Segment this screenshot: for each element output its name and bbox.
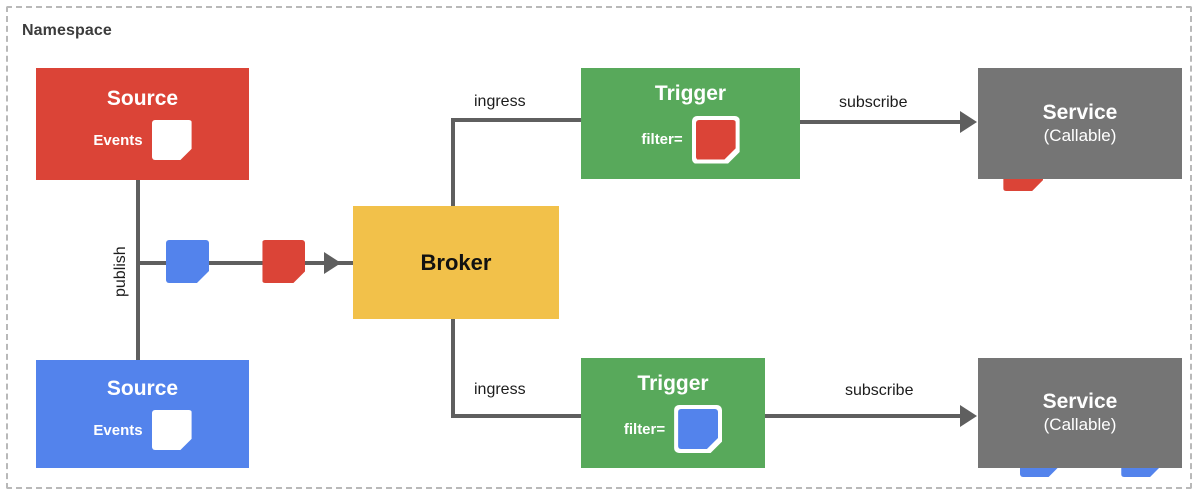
source-blue-title: Source (106, 376, 179, 400)
service-bottom-subtitle: (Callable) (1043, 415, 1117, 435)
trigger-bottom-filter-label: filter= (623, 420, 666, 438)
trigger-bottom-title: Trigger (637, 371, 709, 395)
source-blue-event-chip (151, 410, 192, 451)
edge-label-ingress-bottom: ingress (474, 381, 526, 398)
source-red-events-row: Events (93, 120, 192, 161)
ingress-bottom-line (451, 414, 583, 418)
source-red-events-label: Events (93, 131, 143, 149)
edge-label-subscribe-bottom: subscribe (845, 382, 914, 399)
publish-vertical-line (136, 179, 140, 361)
node-source-red[interactable]: Source Events (36, 68, 249, 180)
subscribe-top-arrowhead (960, 111, 977, 133)
publish-horizontal-line (136, 261, 354, 265)
source-blue-events-label: Events (93, 421, 143, 439)
edge-label-ingress-top: ingress (474, 93, 526, 110)
trigger-bottom-filter-row: filter= (623, 405, 723, 454)
source-red-title: Source (106, 86, 179, 110)
edge-label-publish: publish (112, 246, 129, 297)
node-trigger-bottom[interactable]: Trigger filter= (581, 358, 765, 468)
trigger-top-filter-row: filter= (641, 115, 740, 164)
broker-title: Broker (420, 249, 492, 275)
node-service-top[interactable]: Service (Callable) (978, 68, 1182, 179)
subscribe-bottom-line (765, 414, 963, 418)
node-broker[interactable]: Broker (353, 206, 559, 319)
service-bottom-title: Service (1042, 390, 1118, 414)
node-service-bottom[interactable]: Service (Callable) (978, 358, 1182, 468)
service-top-subtitle: (Callable) (1043, 125, 1117, 145)
trigger-top-filter-chip (691, 115, 740, 164)
namespace-label: Namespace (22, 22, 112, 39)
subscribe-bottom-arrowhead (960, 405, 977, 427)
edge-label-subscribe-top: subscribe (839, 94, 908, 111)
trigger-top-title: Trigger (654, 82, 727, 106)
subscribe-top-line (800, 120, 963, 124)
node-source-blue[interactable]: Source Events (36, 360, 249, 468)
ingress-top-line (451, 118, 583, 122)
service-top-title: Service (1042, 100, 1118, 124)
trigger-top-filter-label: filter= (641, 131, 683, 149)
source-red-event-chip (151, 120, 192, 161)
source-blue-events-row: Events (93, 410, 192, 451)
node-trigger-top[interactable]: Trigger filter= (581, 68, 800, 179)
namespace-boundary (6, 6, 1192, 489)
publish-arrowhead (324, 252, 341, 274)
trigger-bottom-filter-chip (674, 405, 723, 454)
event-chip-2 (262, 240, 306, 283)
event-chip-1 (166, 240, 209, 283)
